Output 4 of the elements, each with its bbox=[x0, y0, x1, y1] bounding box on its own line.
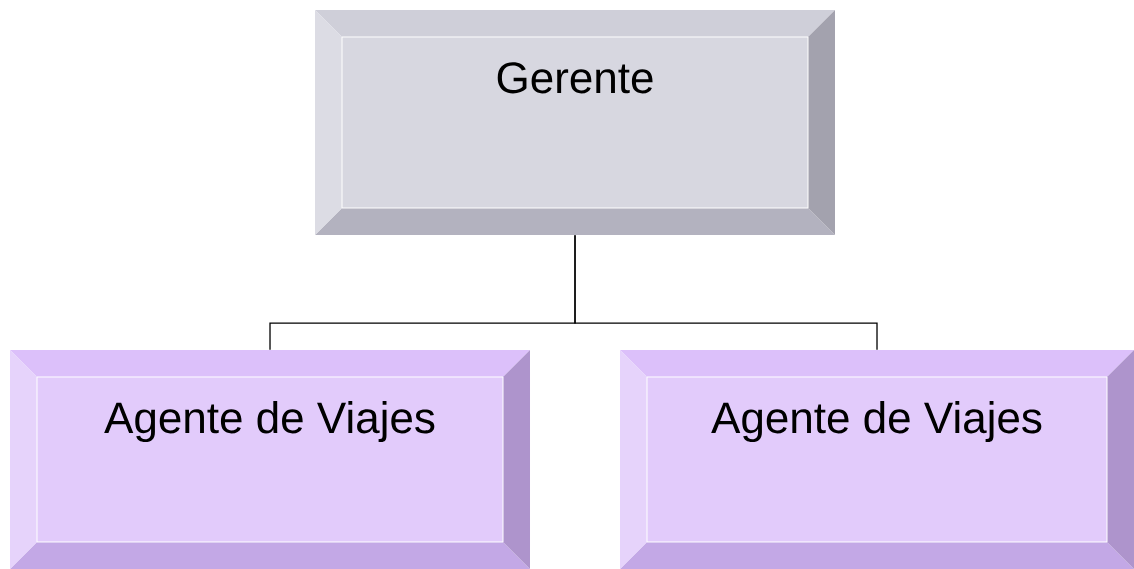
connector-line bbox=[574, 234, 878, 351]
bevel-box: Gerente bbox=[315, 10, 835, 235]
bevel-box: Agente de Viajes bbox=[10, 350, 530, 569]
bevel-box: Agente de Viajes bbox=[620, 350, 1134, 569]
